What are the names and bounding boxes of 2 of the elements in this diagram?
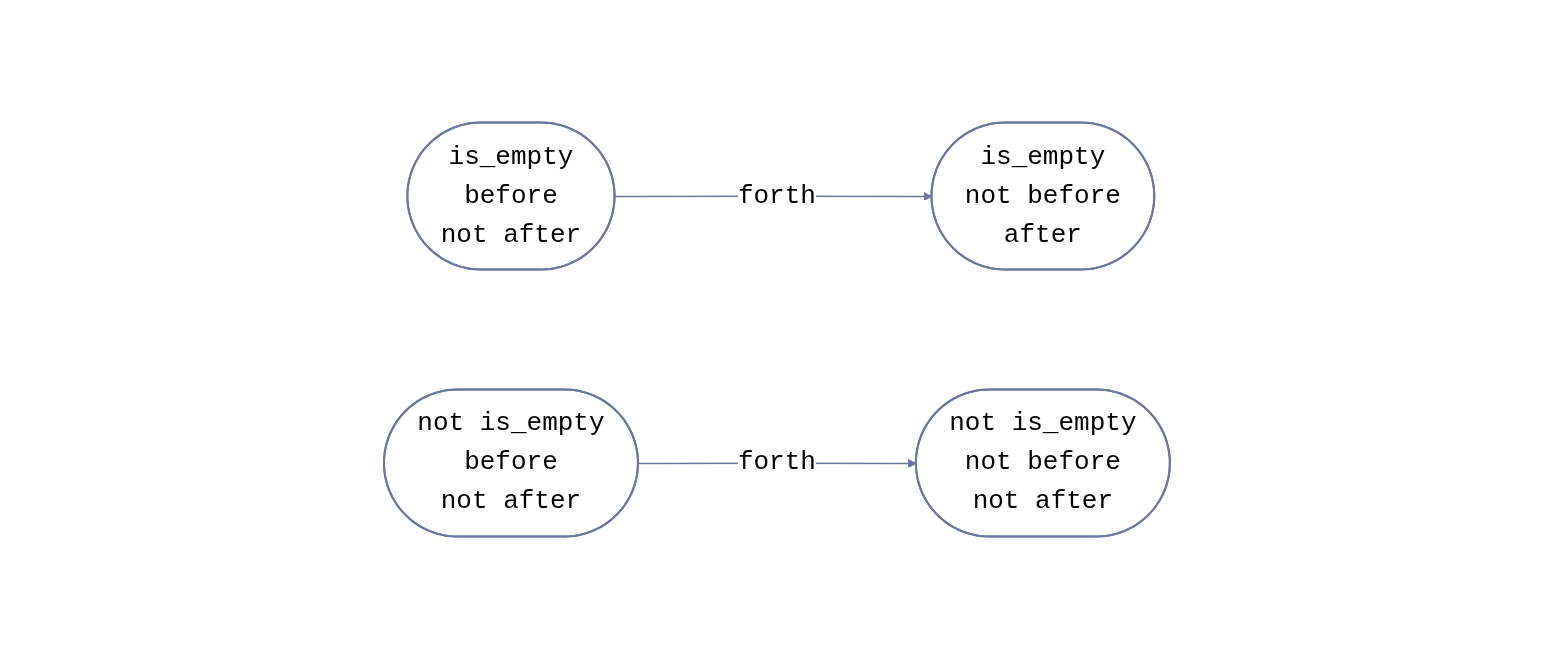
edge-label: forth [737,447,816,478]
edge-label: forth [737,180,816,211]
